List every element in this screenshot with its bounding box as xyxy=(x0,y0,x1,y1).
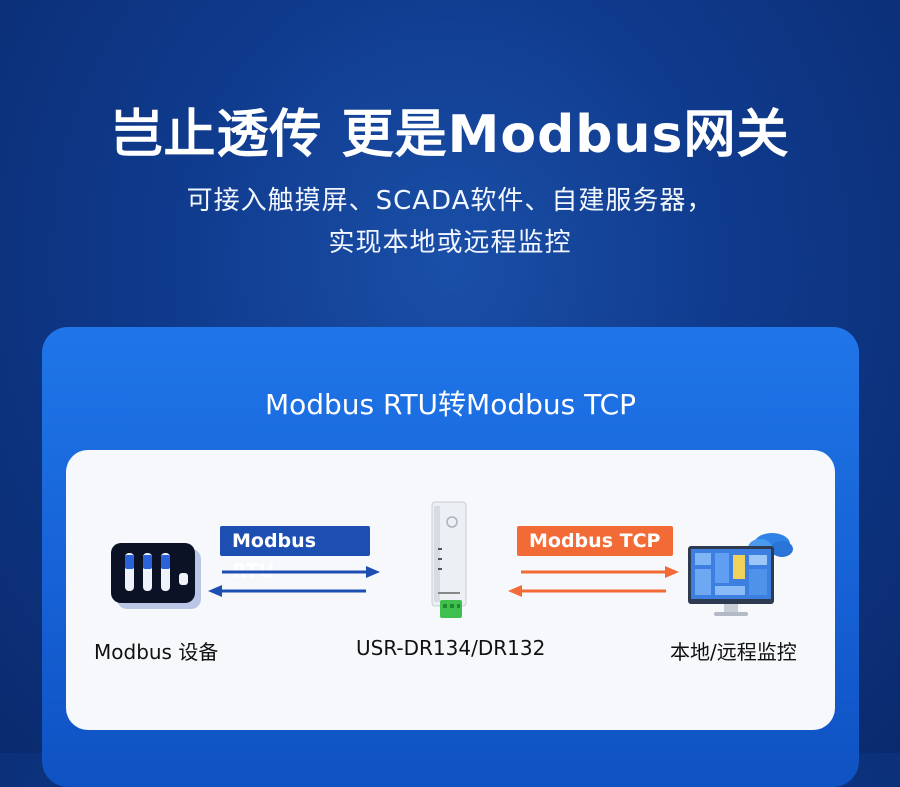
panel-title: Modbus RTU转Modbus TCP xyxy=(264,388,637,421)
monitor-cloud-icon xyxy=(686,528,796,623)
modbus-tcp-tag: Modbus TCP xyxy=(517,526,673,556)
headline: 岂止透传 更是Modbus网关 xyxy=(110,105,790,165)
subtitle-line-2: 实现本地或远程监控 xyxy=(328,228,572,258)
diagram-card: Modbus RTU xyxy=(66,450,835,730)
subtitle-line-1: 可接入触摸屏、SCADA软件、自建服务器， xyxy=(186,186,714,216)
din-rail-gateway-icon xyxy=(430,500,470,629)
conversion-panel: Modbus RTU转Modbus TCP Modbus RTU xyxy=(42,327,859,787)
modbus-device-icon xyxy=(111,541,201,614)
rtu-arrow-left xyxy=(208,585,366,597)
tcp-arrow-left xyxy=(508,585,666,597)
modbus-rtu-tag: Modbus RTU xyxy=(220,526,370,582)
tcp-arrow-right xyxy=(521,566,679,578)
rtu-arrow-right xyxy=(222,566,380,578)
monitoring-label: 本地/远程监控 xyxy=(670,640,797,664)
gateway-model-label: USR-DR134/DR132 xyxy=(356,636,546,660)
modbus-device-label: Modbus 设备 xyxy=(94,640,219,664)
